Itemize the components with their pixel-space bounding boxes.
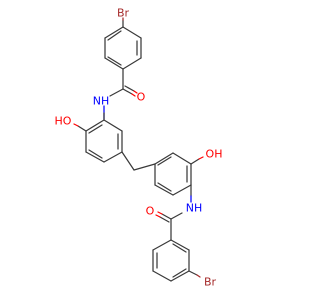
atom-hydroxyl-right: OH bbox=[206, 148, 223, 161]
bond-d-inner-2 bbox=[172, 268, 187, 278]
bond-c1-o1-a2 bbox=[131, 93, 136, 97]
bond-c4-c5 bbox=[154, 184, 174, 196]
atom-nitrogen-amide-bottom: NH bbox=[186, 202, 203, 215]
bond-a3-a4 bbox=[104, 57, 124, 70]
bond-b2-ch2 bbox=[121, 151, 135, 171]
bond-b5-o2 bbox=[77, 125, 87, 132]
bond-c-inner-1 bbox=[157, 156, 172, 166]
bond-b3-b4 bbox=[85, 151, 105, 163]
bond-c2-o4-a bbox=[161, 213, 172, 220]
bond-d0-d1 bbox=[170, 239, 190, 251]
bond-c1-n1 bbox=[109, 88, 124, 97]
bond-n2-c2 bbox=[170, 212, 183, 220]
bonds-group bbox=[73, 17, 204, 282]
bond-c2-o4-b2 bbox=[155, 214, 161, 218]
bond-a-inner-2 bbox=[107, 56, 122, 66]
atom-nitrogen-amide-top: NH bbox=[93, 95, 110, 108]
bond-c1-o1-b bbox=[124, 85, 135, 92]
bond-d2-br2 bbox=[188, 270, 198, 276]
bond-a0-a1 bbox=[122, 26, 142, 39]
bond-c2-o4-a2 bbox=[157, 211, 163, 215]
bond-a2-a3 bbox=[122, 57, 142, 70]
atom-labels-group: Br O NH HO OH NH O Br bbox=[55, 7, 223, 289]
bond-c2-o3 bbox=[190, 158, 200, 165]
bond-d2-d3 bbox=[170, 270, 190, 282]
bond-ch2-c0 bbox=[133, 163, 156, 171]
bond-d-inner-1 bbox=[172, 243, 187, 253]
bond-a5-a0 bbox=[104, 26, 124, 39]
bond-c1-c2 bbox=[172, 152, 192, 165]
bond-b5-b0 bbox=[85, 119, 105, 132]
bond-c2-o4-b bbox=[159, 216, 170, 223]
atom-bromine-top: Br bbox=[117, 7, 130, 20]
bond-d2-br2-red bbox=[196, 274, 201, 278]
bond-b-inner-2 bbox=[88, 149, 103, 159]
bond-c3-c4 bbox=[172, 184, 192, 196]
bond-c2-o3-red bbox=[198, 156, 204, 160]
bond-b0-b1 bbox=[103, 119, 123, 132]
atom-hydroxyl-left: HO bbox=[55, 115, 72, 128]
bond-c-inner-3 bbox=[157, 182, 172, 192]
bond-b2-b3 bbox=[103, 151, 123, 163]
molecule-structure-diagram: Br O NH HO OH NH O Br bbox=[55, 7, 223, 289]
bond-a-inner-3 bbox=[107, 30, 122, 41]
atom-oxygen-carbonyl-top: O bbox=[137, 91, 146, 104]
bond-b5-o2-red bbox=[73, 123, 79, 127]
atom-bromine-bottom: Br bbox=[204, 276, 217, 289]
bond-c1-o1-a bbox=[122, 88, 133, 95]
bond-d3-d4 bbox=[152, 270, 172, 282]
bond-b-inner-3 bbox=[88, 124, 103, 134]
atom-oxygen-carbonyl-bottom: O bbox=[146, 205, 155, 218]
bond-c0-c1 bbox=[154, 152, 174, 165]
bond-d5-d0 bbox=[152, 239, 172, 251]
bond-c1-o1-b2 bbox=[133, 90, 138, 94]
